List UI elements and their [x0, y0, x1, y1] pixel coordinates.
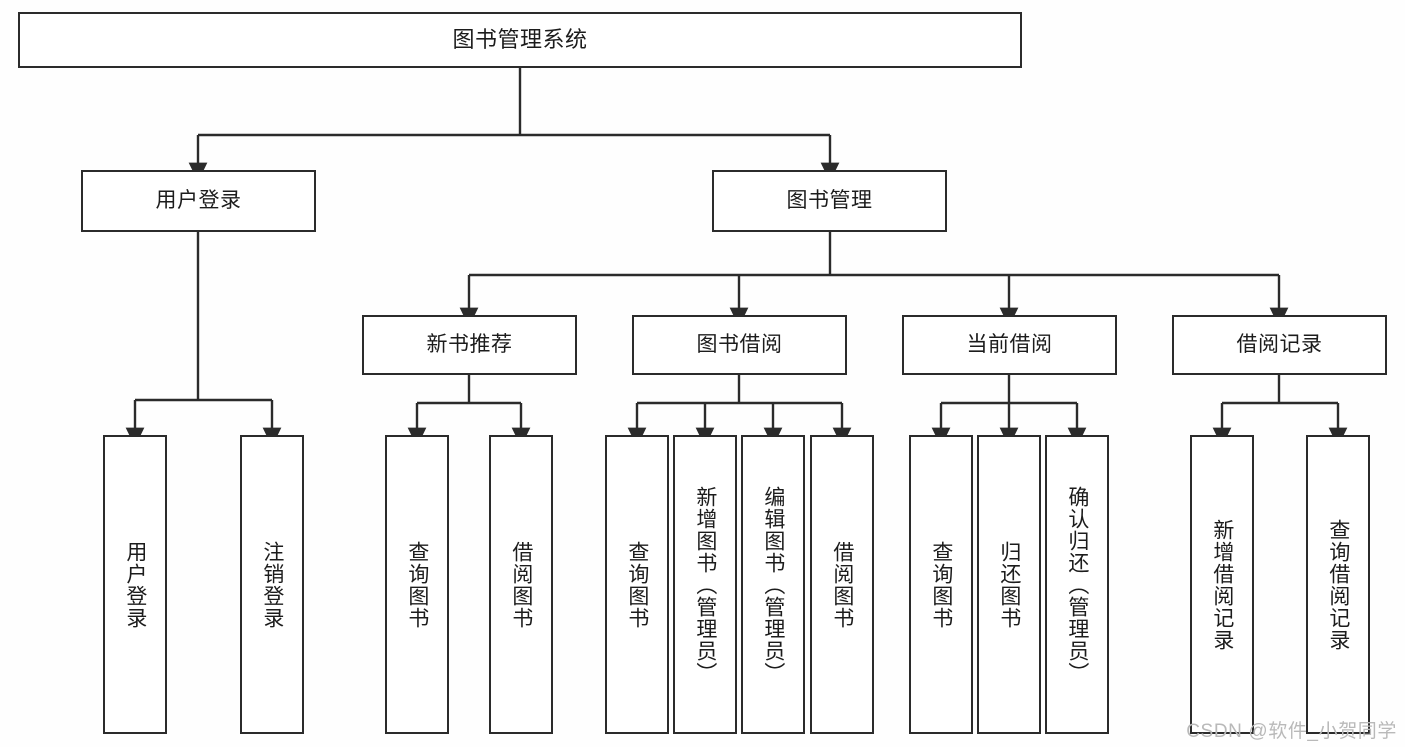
- node-leaf-user-login-label: 用户登录: [123, 540, 147, 629]
- node-leaf-add-book-admin-label: 新增图书（管理员）: [693, 485, 717, 684]
- node-leaf-borrow-book[interactable]: 借阅图书: [810, 435, 874, 734]
- node-book-borrow-label: 图书借阅: [696, 332, 783, 356]
- node-leaf-query-book-current[interactable]: 查询图书: [909, 435, 973, 734]
- node-new-book-recommend[interactable]: 新书推荐: [362, 315, 577, 375]
- node-leaf-confirm-return-admin[interactable]: 确认归还（管理员）: [1045, 435, 1109, 734]
- node-user-login[interactable]: 用户登录: [81, 170, 316, 232]
- node-leaf-query-book-recommend[interactable]: 查询图书: [385, 435, 449, 734]
- node-leaf-query-book-borrow[interactable]: 查询图书: [605, 435, 669, 734]
- node-current-borrow[interactable]: 当前借阅: [902, 315, 1117, 375]
- node-leaf-add-borrow-record-label: 新增借阅记录: [1210, 518, 1234, 651]
- node-leaf-query-book-borrow-label: 查询图书: [625, 540, 649, 629]
- watermark-text: CSDN @软件_小贺同学: [1186, 721, 1397, 742]
- node-leaf-borrow-book-recommend-label: 借阅图书: [509, 540, 533, 629]
- node-user-login-label: 用户登录: [155, 188, 242, 212]
- node-leaf-query-book-current-label: 查询图书: [929, 540, 953, 629]
- node-root-system[interactable]: 图书管理系统: [18, 12, 1022, 68]
- node-leaf-query-borrow-record-label: 查询借阅记录: [1326, 518, 1350, 651]
- node-leaf-logout[interactable]: 注销登录: [240, 435, 304, 734]
- node-new-book-recommend-label: 新书推荐: [426, 332, 513, 356]
- node-leaf-borrow-book-recommend[interactable]: 借阅图书: [489, 435, 553, 734]
- node-borrow-record-label: 借阅记录: [1236, 332, 1323, 356]
- node-leaf-query-borrow-record[interactable]: 查询借阅记录: [1306, 435, 1370, 734]
- node-leaf-add-borrow-record[interactable]: 新增借阅记录: [1190, 435, 1254, 734]
- node-leaf-return-book-label: 归还图书: [997, 540, 1021, 629]
- node-book-borrow[interactable]: 图书借阅: [632, 315, 847, 375]
- node-root-system-label: 图书管理系统: [452, 27, 588, 53]
- node-leaf-logout-label: 注销登录: [260, 540, 284, 629]
- node-leaf-add-book-admin[interactable]: 新增图书（管理员）: [673, 435, 737, 734]
- node-book-management[interactable]: 图书管理: [712, 170, 947, 232]
- node-leaf-edit-book-admin[interactable]: 编辑图书（管理员）: [741, 435, 805, 734]
- node-current-borrow-label: 当前借阅: [966, 332, 1053, 356]
- node-borrow-record[interactable]: 借阅记录: [1172, 315, 1387, 375]
- node-leaf-query-book-recommend-label: 查询图书: [405, 540, 429, 629]
- node-leaf-borrow-book-label: 借阅图书: [830, 540, 854, 629]
- node-leaf-confirm-return-admin-label: 确认归还（管理员）: [1065, 485, 1089, 684]
- node-leaf-user-login[interactable]: 用户登录: [103, 435, 167, 734]
- node-leaf-return-book[interactable]: 归还图书: [977, 435, 1041, 734]
- node-book-management-label: 图书管理: [786, 188, 873, 212]
- node-leaf-edit-book-admin-label: 编辑图书（管理员）: [761, 485, 785, 684]
